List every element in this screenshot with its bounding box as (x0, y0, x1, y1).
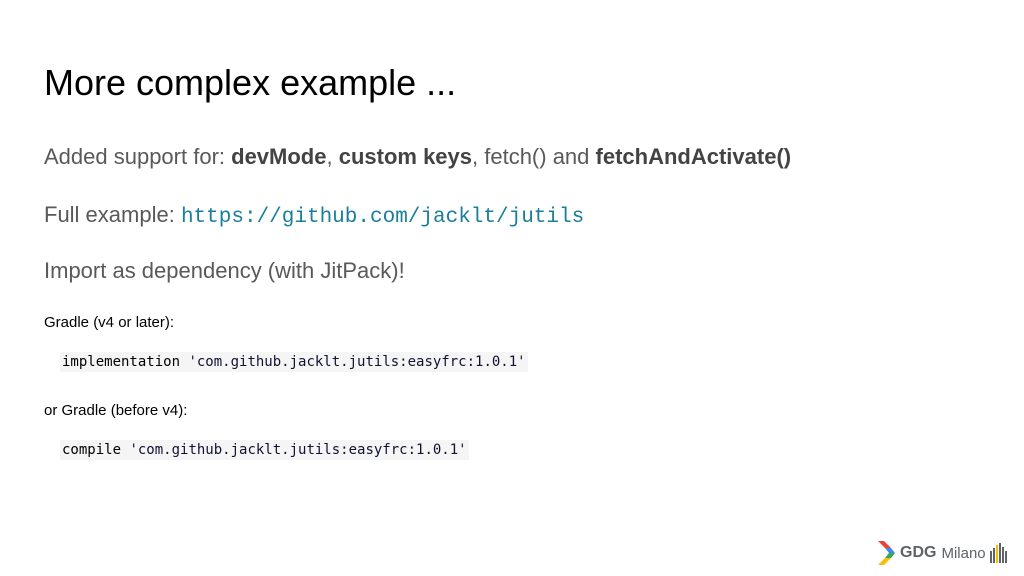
gradle-old-label: or Gradle (before v4): (44, 402, 188, 419)
github-link[interactable]: https://github.com/jacklt/jutils (180, 206, 585, 229)
features-separator-2: , fetch() and (472, 144, 596, 169)
gradle-v4-code: implementation 'com.github.jacklt.jutils… (60, 352, 528, 372)
gdg-brand-text: GDG (900, 544, 937, 561)
feature-custom-keys: custom keys (338, 144, 473, 169)
feature-fetch-and-activate: fetchAndActivate() (595, 144, 792, 169)
gradle-old-code: compile 'com.github.jacklt.jutils:easyfr… (60, 440, 469, 460)
import-line: Import as dependency (with JitPack)! (44, 258, 405, 283)
gdg-milano-logo: GDG Milano (876, 538, 1007, 568)
gradle-v4-keyword: implementation (62, 354, 189, 370)
gdg-city-text: Milano (941, 544, 986, 562)
full-example-line: Full example: https://github.com/jacklt/… (44, 202, 584, 229)
feature-devmode: devMode (231, 144, 327, 169)
features-prefix: Added support for: (44, 144, 232, 169)
gradle-v4-label: Gradle (v4 or later): (44, 314, 175, 331)
full-example-label: Full example: (44, 202, 181, 227)
slide-title: More complex example ... (44, 62, 457, 103)
duomo-icon (989, 543, 1007, 563)
gradle-old-artifact: 'com.github.jacklt.jutils:easyfrc:1.0.1' (129, 442, 467, 458)
features-line: Added support for: devMode, custom keys,… (44, 144, 791, 170)
gdg-chevron-icon (878, 541, 895, 565)
gradle-old-keyword: compile (62, 442, 130, 458)
features-separator-1: , (326, 144, 339, 169)
gradle-v4-artifact: 'com.github.jacklt.jutils:easyfrc:1.0.1' (188, 354, 526, 370)
